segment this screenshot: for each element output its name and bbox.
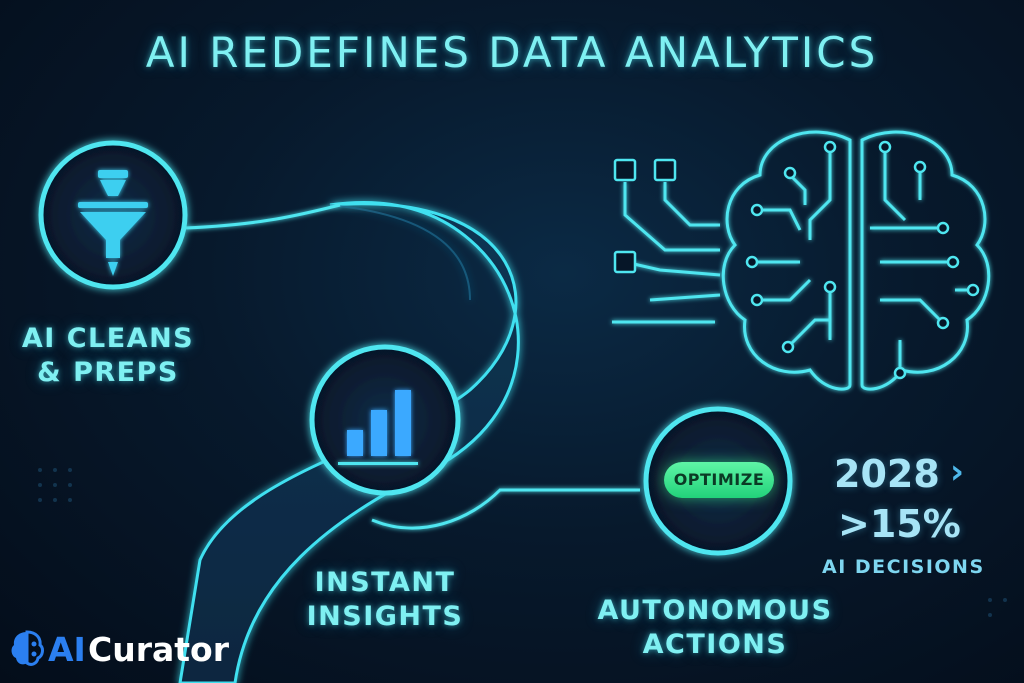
flow-road (178, 201, 520, 683)
circuit-pads (613, 140, 980, 380)
caption-insights-line1: INSTANT (314, 567, 456, 598)
brain-logo-icon (11, 630, 44, 666)
page-title: AI REDEFINES DATA ANALYTICS (145, 28, 879, 77)
stat-value: >15% (838, 502, 961, 546)
background-dots (38, 468, 1007, 617)
connector-insights-actions (371, 488, 640, 530)
connector-clean-road (184, 203, 341, 230)
circuit-brain-icon (612, 130, 991, 391)
bar-chart-icon (338, 390, 418, 465)
stat-year: 2028 (834, 452, 940, 496)
funnel-icon (78, 170, 148, 276)
caption-insights-line2: INSIGHTS (306, 601, 464, 632)
caption-insights: INSTANT INSIGHTS (290, 566, 480, 634)
optimize-badge: OPTIMIZE (664, 462, 774, 498)
caption-clean-line1: AI CLEANS (21, 323, 195, 354)
stat-label: AI DECISIONS (822, 556, 985, 578)
caption-clean-line2: & PREPS (37, 357, 179, 388)
caption-actions-line2: ACTIONS (642, 629, 788, 660)
caption-actions: AUTONOMOUS ACTIONS (590, 594, 840, 662)
caption-actions-line1: AUTONOMOUS (597, 595, 833, 626)
brand-ai: AI (48, 630, 86, 669)
chevron-right-icon: › (950, 452, 965, 492)
brand-name: Curator (88, 630, 229, 669)
caption-clean: AI CLEANS & PREPS (18, 322, 198, 390)
